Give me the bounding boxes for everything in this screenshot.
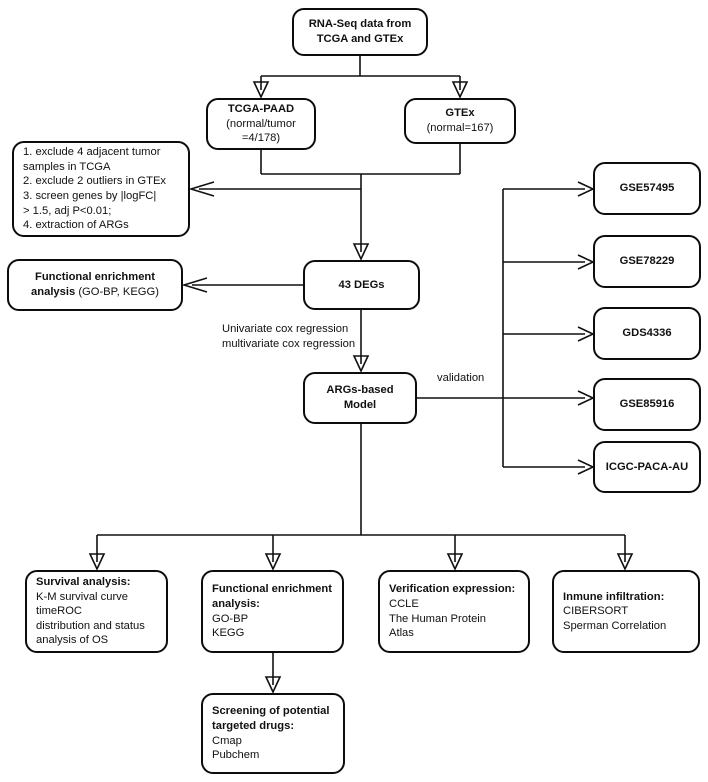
- node-line: KEGG: [212, 627, 245, 640]
- node-line: CIBERSORT: [563, 605, 629, 618]
- node-line-plain-part: (GO-BP, KEGG): [78, 286, 159, 298]
- node-validation-gds4336[interactable]: GDS4336: [593, 307, 701, 360]
- node-line: 4. extraction of ARGs: [23, 219, 129, 232]
- node-line: 1. exclude 4 adjacent tumor: [23, 146, 161, 159]
- node-line: distribution and status: [36, 619, 145, 632]
- arrowhead-gtex: [451, 81, 469, 99]
- arrowhead-survival: [88, 553, 106, 571]
- node-line: (normal=167): [426, 122, 494, 134]
- node-exclusion-criteria[interactable]: 1. exclude 4 adjacent tumor samples in T…: [12, 141, 190, 237]
- node-line: Cmap: [212, 734, 242, 747]
- node-43-degs[interactable]: 43 DEGs: [303, 260, 420, 310]
- arrowhead-functional-top: [181, 277, 208, 293]
- node-line: samples in TCGA: [23, 160, 111, 173]
- node-survival-analysis[interactable]: Survival analysis: K-M survival curve ti…: [25, 570, 168, 653]
- node-line: Pubchem: [212, 749, 260, 762]
- node-line: (normal/tumor: [226, 117, 296, 130]
- arrowhead-gds4336: [577, 326, 595, 342]
- node-heading: analysis:: [212, 597, 260, 610]
- node-gtex[interactable]: GTEx (normal=167): [404, 98, 516, 144]
- arrowhead-tcga: [252, 81, 270, 99]
- node-line: GSE57495: [619, 182, 675, 195]
- node-functional-enrichment-top[interactable]: Functional enrichment analysis (GO-BP, K…: [7, 259, 183, 311]
- arrowhead-model: [352, 355, 370, 373]
- node-heading: targeted drugs:: [212, 719, 295, 732]
- node-validation-icgc-paca-au[interactable]: ICGC-PACA-AU: [593, 441, 701, 493]
- node-screening-targeted-drugs[interactable]: Screening of potential targeted drugs: C…: [201, 693, 345, 774]
- node-line: analysis of OS: [36, 634, 109, 647]
- arrowhead-functional-bottom: [264, 553, 282, 571]
- node-line: Sperman Correlation: [563, 619, 667, 632]
- node-heading: Survival analysis:: [36, 576, 131, 589]
- node-validation-gse78229[interactable]: GSE78229: [593, 235, 701, 288]
- node-line-bold-part: analysis: [31, 286, 79, 298]
- node-line: Model: [343, 399, 377, 411]
- node-line: > 1.5, adj P<0.01;: [23, 204, 112, 217]
- node-line: GTEx: [445, 107, 475, 120]
- arrowhead-exclusion: [188, 181, 215, 197]
- node-line: GSE85916: [619, 398, 675, 411]
- node-line: The Human Protein: [389, 612, 487, 625]
- node-line: RNA-Seq data from: [308, 18, 412, 31]
- arrowhead-immune: [616, 553, 634, 571]
- arrowhead-drugs: [264, 676, 282, 694]
- edge-label-cox-regression: Univariate cox regression multivariate c…: [222, 322, 355, 351]
- arrowhead-gse57495: [577, 181, 595, 197]
- node-heading: Screening of potential: [212, 705, 330, 718]
- edge-label-validation: validation: [437, 371, 484, 386]
- node-line: ICGC-PACA-AU: [605, 460, 689, 473]
- node-line: TCGA and GTEx: [316, 33, 404, 45]
- arrowhead-gse78229: [577, 254, 595, 270]
- edge-label-line: validation: [437, 372, 485, 384]
- node-heading: Verification expression:: [389, 583, 516, 596]
- node-line: Atlas: [389, 627, 414, 640]
- node-rnaseq-source[interactable]: RNA-Seq data from TCGA and GTEx: [292, 8, 428, 56]
- node-line: 43 DEGs: [338, 278, 385, 291]
- node-immune-infiltration[interactable]: Inmune infiltration: CIBERSORT Sperman C…: [552, 570, 700, 653]
- node-line: K-M survival curve: [36, 590, 129, 603]
- node-line: analysis (GO-BP, KEGG): [18, 285, 172, 300]
- arrowhead-degs: [352, 243, 370, 261]
- node-verification-expression[interactable]: Verification expression: CCLE The Human …: [378, 570, 530, 653]
- node-line: CCLE: [389, 597, 419, 610]
- node-line: Functional enrichment: [35, 271, 155, 284]
- node-line: timeROC: [36, 605, 82, 618]
- node-line: GSE78229: [619, 255, 675, 268]
- node-args-based-model[interactable]: ARGs-based Model: [303, 372, 417, 424]
- node-functional-enrichment-bottom[interactable]: Functional enrichment analysis: GO-BP KE…: [201, 570, 344, 653]
- node-line: ARGs-based: [326, 384, 394, 397]
- arrowhead-icgc: [577, 459, 595, 475]
- node-validation-gse57495[interactable]: GSE57495: [593, 162, 701, 215]
- edge-label-line: Univariate cox regression: [222, 323, 349, 335]
- node-heading: Inmune infiltration:: [563, 590, 665, 603]
- node-tcga-paad[interactable]: TCGA-PAAD (normal/tumor =4/178): [206, 98, 316, 150]
- arrowhead-verification: [446, 553, 464, 571]
- node-validation-gse85916[interactable]: GSE85916: [593, 378, 701, 431]
- arrowhead-gse85916: [577, 390, 595, 406]
- node-line: 2. exclude 2 outliers in GTEx: [23, 175, 167, 188]
- node-line: GDS4336: [622, 327, 672, 340]
- node-heading: Functional enrichment: [212, 583, 332, 596]
- node-line: TCGA-PAAD: [227, 103, 295, 116]
- edge-label-line: multivariate cox regression: [222, 337, 356, 350]
- node-line: GO-BP: [212, 612, 249, 625]
- node-line: 3. screen genes by |logFC|: [23, 190, 157, 202]
- node-line: =4/178): [241, 132, 281, 145]
